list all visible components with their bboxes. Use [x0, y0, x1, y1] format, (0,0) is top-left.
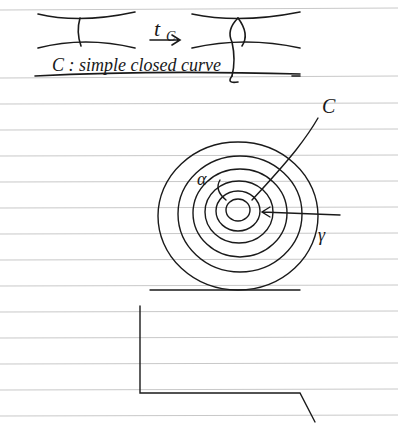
- curve-label: γ: [318, 226, 325, 244]
- operator-letter: t: [154, 18, 160, 40]
- curve-label: α: [197, 170, 206, 188]
- ruled-lines: [0, 8, 398, 416]
- subscript-letter: C: [166, 30, 175, 44]
- spiral-curves: [140, 118, 340, 422]
- curve-label: C: [322, 96, 335, 116]
- cylinder-sketches: [35, 12, 300, 82]
- curve-note: C : simple closed curve: [52, 56, 221, 74]
